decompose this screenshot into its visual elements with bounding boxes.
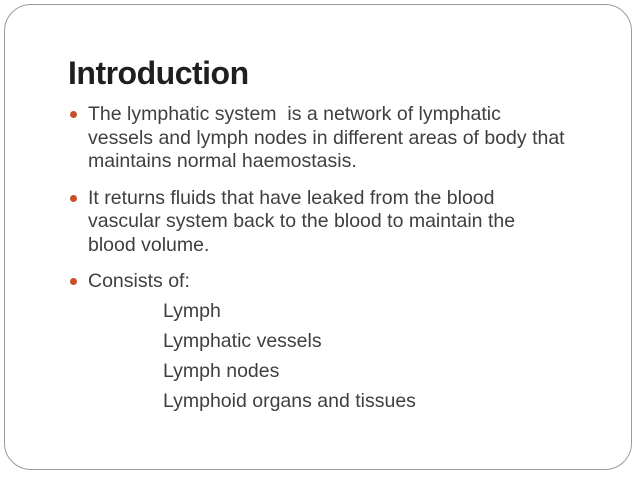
sub-item: Lymph — [163, 300, 221, 322]
bullet-line: blood volume. — [88, 233, 210, 256]
bullet-icon — [70, 194, 77, 202]
slide-title: Introduction — [68, 55, 249, 91]
bullet-list: The lymphatic system is a network of lym… — [68, 103, 618, 294]
bullet-line: maintains normal haemostasis. — [88, 150, 357, 172]
bullet-icon — [70, 111, 77, 118]
bullet-line: The lymphatic system is a network of lym… — [88, 103, 501, 125]
bullet-icon — [70, 278, 77, 285]
bullet-line: vessels and lymph nodes in different are… — [88, 126, 565, 149]
bullet-line: It returns fluids that have leaked from … — [88, 186, 495, 209]
bullet-line: Consists of: — [88, 270, 190, 292]
sub-item-list: Lymph Lymphatic vessels Lymph nodes Lymp… — [163, 300, 618, 414]
bullet-item: It returns fluids that have leaked from … — [68, 187, 618, 258]
sub-item: Lymph nodes — [163, 360, 280, 382]
sub-item: Lymphatic vessels — [163, 330, 322, 352]
bullet-line: vascular system back to the blood to mai… — [88, 210, 516, 232]
slide-content: Introduction The lymphatic system is a n… — [68, 54, 618, 420]
bullet-item: Consists of: — [68, 270, 618, 294]
bullet-item: The lymphatic system is a network of lym… — [68, 103, 618, 174]
sub-item: Lymphoid organs and tissues — [163, 390, 416, 412]
